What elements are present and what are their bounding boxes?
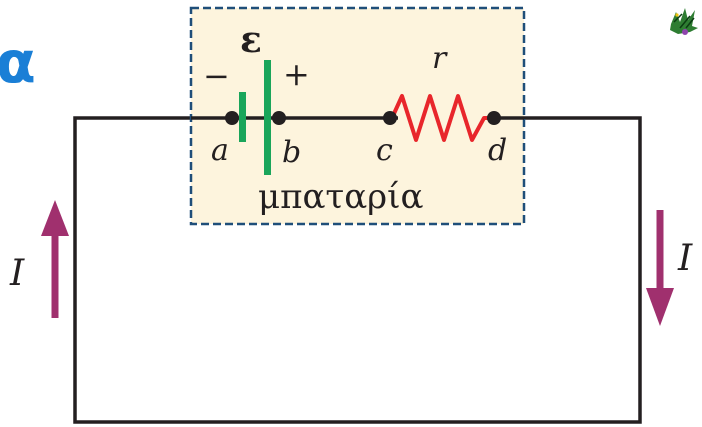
minus-sign: − bbox=[203, 57, 230, 95]
battery-caption: μπαταρία bbox=[258, 177, 423, 217]
node-d-dot bbox=[487, 111, 501, 125]
resistance-label: r bbox=[432, 41, 448, 76]
current-arrow-right bbox=[646, 210, 674, 326]
node-c-label: c bbox=[376, 133, 393, 168]
circuit-wire-loop bbox=[73, 116, 642, 424]
internal-resistor bbox=[390, 94, 494, 142]
current-label-right: I bbox=[677, 238, 693, 279]
title-fragment: α bbox=[0, 28, 36, 96]
current-label-left: I bbox=[9, 253, 25, 294]
node-b-label: b bbox=[282, 135, 301, 170]
node-a-label: a bbox=[211, 133, 229, 168]
current-arrow-left bbox=[41, 200, 69, 318]
plus-sign: + bbox=[283, 55, 310, 93]
node-c-dot bbox=[383, 111, 397, 125]
cell-positive-plate bbox=[264, 60, 271, 175]
node-a-dot bbox=[225, 111, 239, 125]
emf-symbol: ε bbox=[240, 19, 262, 61]
decorative-clipart-icon bbox=[670, 8, 698, 35]
cell-negative-plate bbox=[239, 92, 246, 142]
battery-box bbox=[189, 6, 526, 226]
node-d-label: d bbox=[488, 133, 507, 168]
node-b-dot bbox=[272, 111, 286, 125]
